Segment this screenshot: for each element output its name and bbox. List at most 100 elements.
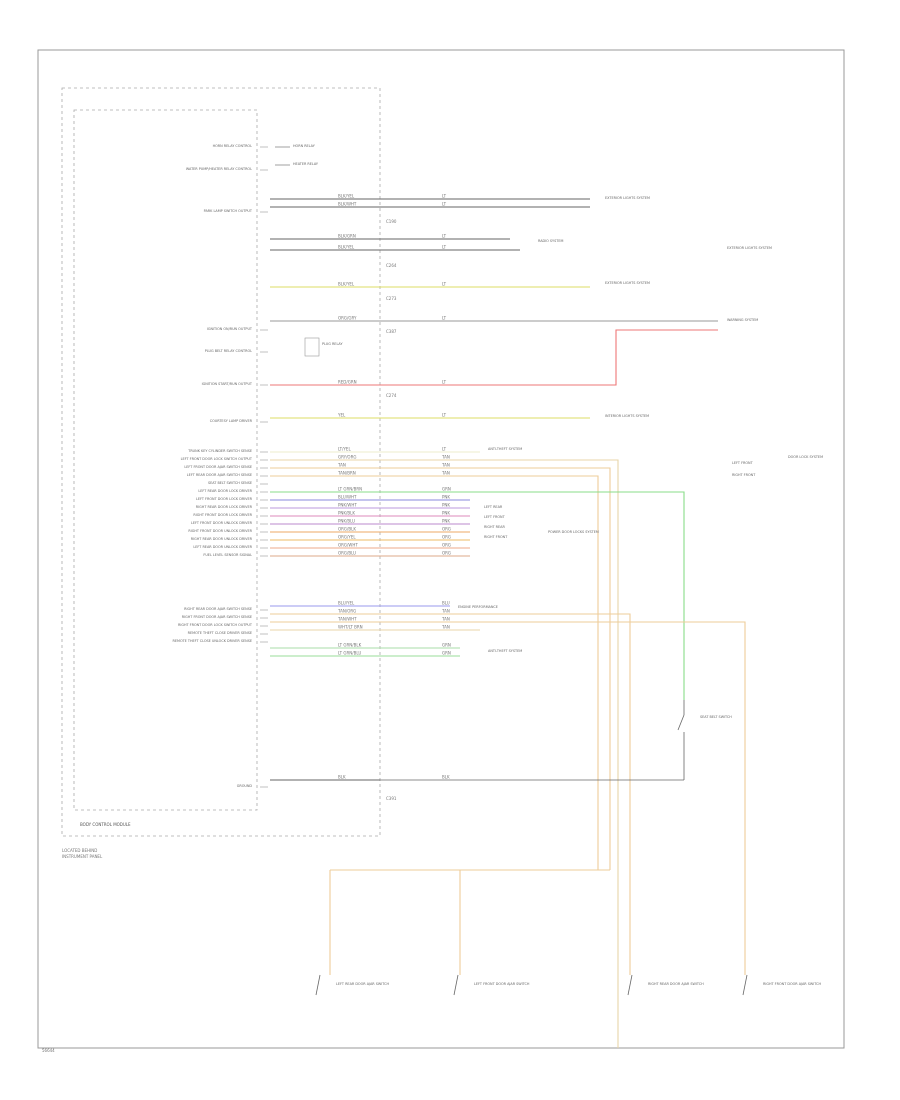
- wire-path: [270, 475, 599, 870]
- wire: PNK/BLU PNK: [270, 519, 470, 525]
- wire-color-label: LT GRN/BRN: [338, 487, 362, 492]
- dest-power-locks: POWER DOOR LOCKS SYSTEM: [548, 530, 599, 534]
- switch-left-front-label: LEFT FRONT DOOR AJAR SWITCH: [474, 982, 530, 986]
- actuator-right-front: RIGHT FRONT: [484, 535, 508, 539]
- dest-exterior-2: EXTERIOR LIGHTS SYSTEM: [727, 246, 772, 250]
- wire-path: [270, 613, 631, 960]
- module-outline-outer: [61, 87, 381, 837]
- actuator-right-rear: RIGHT REAR: [484, 525, 505, 529]
- wire-color-label: GRY/ORG: [338, 455, 356, 460]
- page-id: 56644: [42, 1048, 55, 1053]
- wire-color-label: TAN: [337, 463, 346, 468]
- wire-code-label: LT: [442, 447, 447, 452]
- wire-code-label: GRN: [442, 487, 451, 492]
- wire-code-label: GRN: [442, 651, 451, 656]
- module-name: BODY CONTROL MODULE: [80, 822, 131, 827]
- dest-right-front: RIGHT FRONT: [732, 473, 756, 477]
- wire: TAN/BRN TAN: [270, 471, 599, 870]
- wire-color-label: BLK/YEL: [338, 245, 355, 250]
- switch-right-rear: RIGHT REAR DOOR AJAR SWITCH: [627, 974, 704, 996]
- wire-code-label: PNK: [442, 511, 450, 516]
- heater-relay: HEATER RELAY: [275, 162, 319, 166]
- wire-code-label: LT: [442, 316, 447, 321]
- switch-right-rear-label: RIGHT REAR DOOR AJAR SWITCH: [648, 982, 704, 986]
- wire-path: [270, 329, 718, 386]
- wire: BLK/WHT LT: [270, 202, 590, 208]
- wire-code-label: LT: [442, 202, 447, 207]
- wire-color-label: PNK/BLU: [338, 519, 355, 524]
- wire-code-label: TAN: [441, 455, 450, 460]
- heater-relay-label: HEATER RELAY: [293, 162, 319, 166]
- wire-code-label: LT: [442, 234, 447, 239]
- pin-label: RIGHT FRONT DOOR LOCK DRIVER: [193, 513, 252, 517]
- dest-radio: RADIO SYSTEM: [538, 239, 563, 243]
- connector-c3: C273: [386, 296, 397, 301]
- pin-label: HORN RELAY CONTROL: [213, 144, 253, 148]
- pin-label: TRUNK KEY CYLINDER SWITCH SENSE: [187, 449, 252, 453]
- pin-label: LEFT REAR DOOR AJAR SWITCH SENSE: [187, 473, 252, 477]
- wire-color-label: ORG/GRY: [338, 316, 357, 321]
- wire: WHT/LT BRN TAN: [270, 625, 480, 631]
- wire-color-label: TAN/WHT: [337, 617, 357, 622]
- dest-antitheft-2: ANTI-THEFT SYSTEM: [488, 649, 522, 653]
- dest-interior: INTERIOR LIGHTS SYSTEM: [605, 414, 649, 418]
- wire-code-label: LT: [442, 380, 447, 385]
- wire: ORG/GRY LT: [270, 316, 718, 322]
- wire-code-label: LT: [442, 245, 447, 250]
- wire-color-label: ORG/WHT: [338, 543, 358, 548]
- wire-color-label: PNK/BLK: [338, 511, 355, 516]
- pin-label: RIGHT FRONT DOOR UNLOCK DRIVER: [188, 529, 252, 533]
- connector-c1: C190: [386, 219, 397, 224]
- pin-label: RIGHT FRONT DOOR LOCK SWITCH OUTPUT: [178, 623, 253, 627]
- pin-label: IGNITION ON/RUN OUTPUT: [207, 327, 253, 331]
- wire-color-label: PNK/WHT: [338, 503, 357, 508]
- footer-note-line2: INSTRUMENT PANEL: [62, 854, 103, 859]
- pin-label: LEFT REAR DOOR LOCK DRIVER: [198, 489, 252, 493]
- wire-color-label: TAN/BRN: [337, 471, 356, 476]
- wire-code-label: PNK: [442, 519, 450, 524]
- wire-color-label: BLK: [338, 775, 346, 780]
- module-outline-inner: [73, 109, 258, 811]
- wire-code-label: PNK: [442, 495, 450, 500]
- wire-path: [270, 491, 685, 700]
- switch-left-rear: LEFT REAR DOOR AJAR SWITCH: [315, 974, 389, 996]
- wire-color-label: BLK/WHT: [338, 202, 357, 207]
- connector-c4: C387: [386, 329, 397, 334]
- pin-label: COURTESY LAMP DRIVER: [210, 419, 253, 423]
- wire-code-label: TAN: [441, 617, 450, 622]
- wire-color-label: WHT/LT BRN: [338, 625, 363, 630]
- dest-fuel: ENGINE PERFORMANCE: [458, 605, 498, 609]
- wire: BLK/YEL LT: [270, 245, 520, 251]
- dest-exterior-3: EXTERIOR LIGHTS SYSTEM: [605, 281, 650, 285]
- pin-label: FUEL LEVEL SENSOR SIGNAL: [203, 553, 252, 557]
- dest-door-lock-system: DOOR LOCK SYSTEM: [788, 455, 823, 459]
- wire: LT GRN/BRN GRN: [270, 487, 685, 700]
- wire-code-label: ORG: [442, 535, 451, 540]
- footer-note-line1: LOCATED BEHIND: [62, 848, 97, 853]
- connector-c2: C264: [386, 263, 397, 268]
- wire: PNK/BLK PNK: [270, 511, 470, 517]
- switch-right-front: RIGHT FRONT DOOR AJAR SWITCH: [742, 974, 821, 996]
- wire-code-label: TAN: [441, 625, 450, 630]
- switch-left-rear-label: LEFT REAR DOOR AJAR SWITCH: [336, 982, 389, 986]
- dest-exterior-1: EXTERIOR LIGHTS SYSTEM: [605, 196, 650, 200]
- wire-code-label: LT: [442, 413, 447, 418]
- pin-label: IGNITION START/RUN OUTPUT: [202, 382, 253, 386]
- wire-code-label: TAN: [441, 463, 450, 468]
- wire-code-label: ORG: [442, 527, 451, 532]
- pin-label: RIGHT REAR DOOR LOCK DRIVER: [196, 505, 253, 509]
- wire-color-label: ORG/BLK: [338, 527, 356, 532]
